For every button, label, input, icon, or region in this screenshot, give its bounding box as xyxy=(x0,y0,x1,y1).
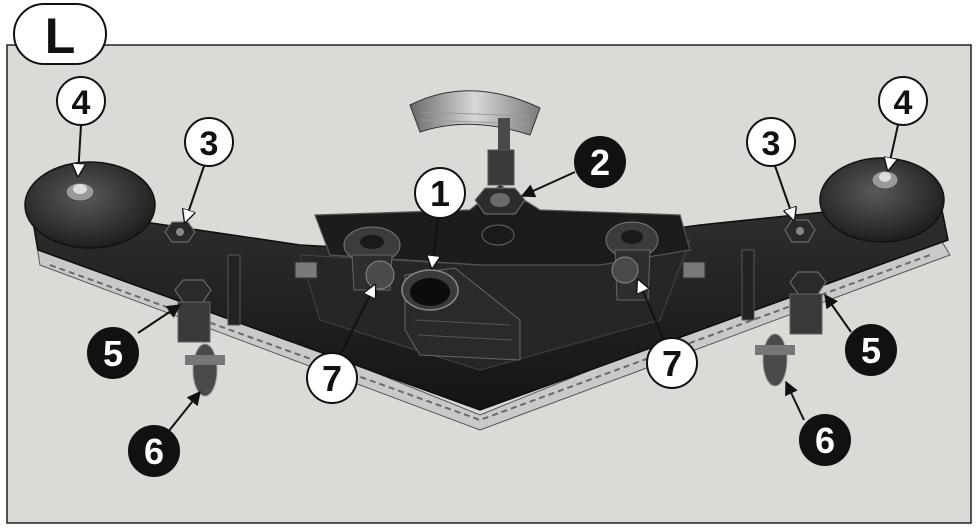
leader-5-left xyxy=(137,304,182,334)
leader-arrows xyxy=(78,124,899,433)
suction-hose xyxy=(409,90,541,158)
leader-6-right xyxy=(785,380,805,421)
leader-1 xyxy=(432,217,438,268)
svg-text:4: 4 xyxy=(72,84,91,122)
center-adjustment-knob xyxy=(474,149,526,246)
leader-4-right xyxy=(888,124,899,170)
release-knob-left xyxy=(343,226,401,291)
callout-4-left: 4 xyxy=(56,76,106,126)
svg-text:5: 5 xyxy=(861,330,881,371)
svg-text:3: 3 xyxy=(200,125,219,163)
svg-text:6: 6 xyxy=(144,431,164,472)
svg-text:1: 1 xyxy=(430,173,450,214)
side-bolts xyxy=(294,261,706,279)
svg-text:5: 5 xyxy=(103,333,123,374)
leader-3-right xyxy=(773,162,794,220)
caster-left xyxy=(174,254,241,397)
suction-port xyxy=(401,267,521,361)
callout-1: 1 xyxy=(414,167,466,219)
leader-6-left xyxy=(167,390,201,433)
svg-text:3: 3 xyxy=(762,125,781,163)
callout-5-left: 5 xyxy=(87,327,139,379)
wheel-nut-left xyxy=(164,221,196,243)
caster-right xyxy=(741,249,827,387)
callout-3-left: 3 xyxy=(184,117,234,167)
end-wheel-left xyxy=(24,161,156,249)
end-wheel-right xyxy=(819,157,945,243)
leader-4-left xyxy=(78,124,81,176)
callout-6-left: 6 xyxy=(128,425,180,477)
leader-7-right xyxy=(638,280,665,341)
svg-text:4: 4 xyxy=(894,84,913,122)
callout-3-right: 3 xyxy=(746,117,796,167)
panel-letter-badge: L xyxy=(13,3,107,65)
callout-5-right: 5 xyxy=(845,324,897,376)
svg-text:7: 7 xyxy=(322,358,342,399)
leader-3-left xyxy=(185,162,206,222)
leader-5-right xyxy=(824,293,852,333)
wheel-nut-right xyxy=(784,219,816,243)
callout-7-left: 7 xyxy=(306,352,358,404)
callout-7-right: 7 xyxy=(646,337,698,389)
svg-text:2: 2 xyxy=(590,142,610,183)
callout-6-right: 6 xyxy=(799,414,851,466)
leader-2 xyxy=(520,171,576,198)
callout-2: 2 xyxy=(574,136,626,188)
svg-text:6: 6 xyxy=(815,420,835,461)
leader-7-left xyxy=(339,285,375,356)
svg-text:7: 7 xyxy=(662,343,682,384)
panel-letter: L xyxy=(45,8,76,64)
callout-4-right: 4 xyxy=(878,76,928,126)
